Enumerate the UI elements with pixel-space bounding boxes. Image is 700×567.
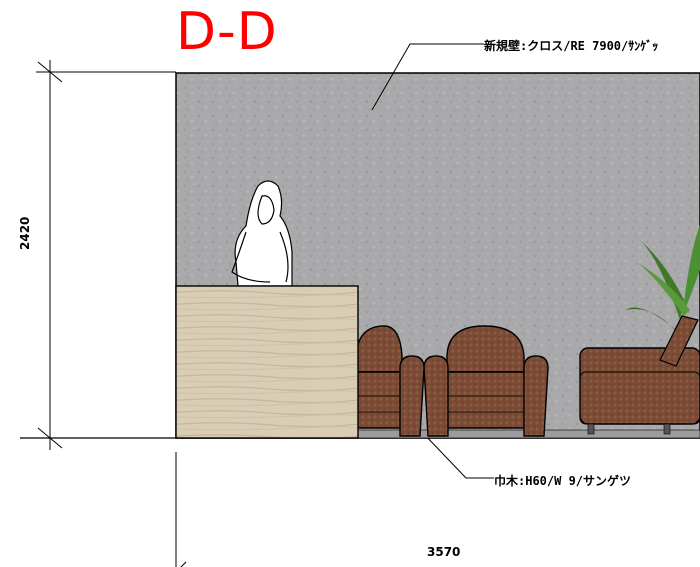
armchair-icon [355,325,425,437]
armchair-icon [423,325,549,437]
wall-leader-line [371,43,484,111]
height-dimension-value: 2420 [18,216,32,250]
baseboard-leader-line [421,431,494,479]
width-dimension-line [175,452,187,567]
plant-icon [626,225,700,336]
baseboard-material-label: 巾木:H60/W 9/サンゲツ [494,474,632,488]
person-icon [231,180,293,287]
view-title: D-D [176,2,278,62]
width-dimension-value: 3570 [427,545,461,559]
reception-counter [175,285,359,439]
height-dimension-line [37,60,63,450]
wall-material-label: 新規壁:クロス/RE 7900/ｻﾝｹﾞｯ [484,39,659,53]
sofa-icon [579,315,700,435]
